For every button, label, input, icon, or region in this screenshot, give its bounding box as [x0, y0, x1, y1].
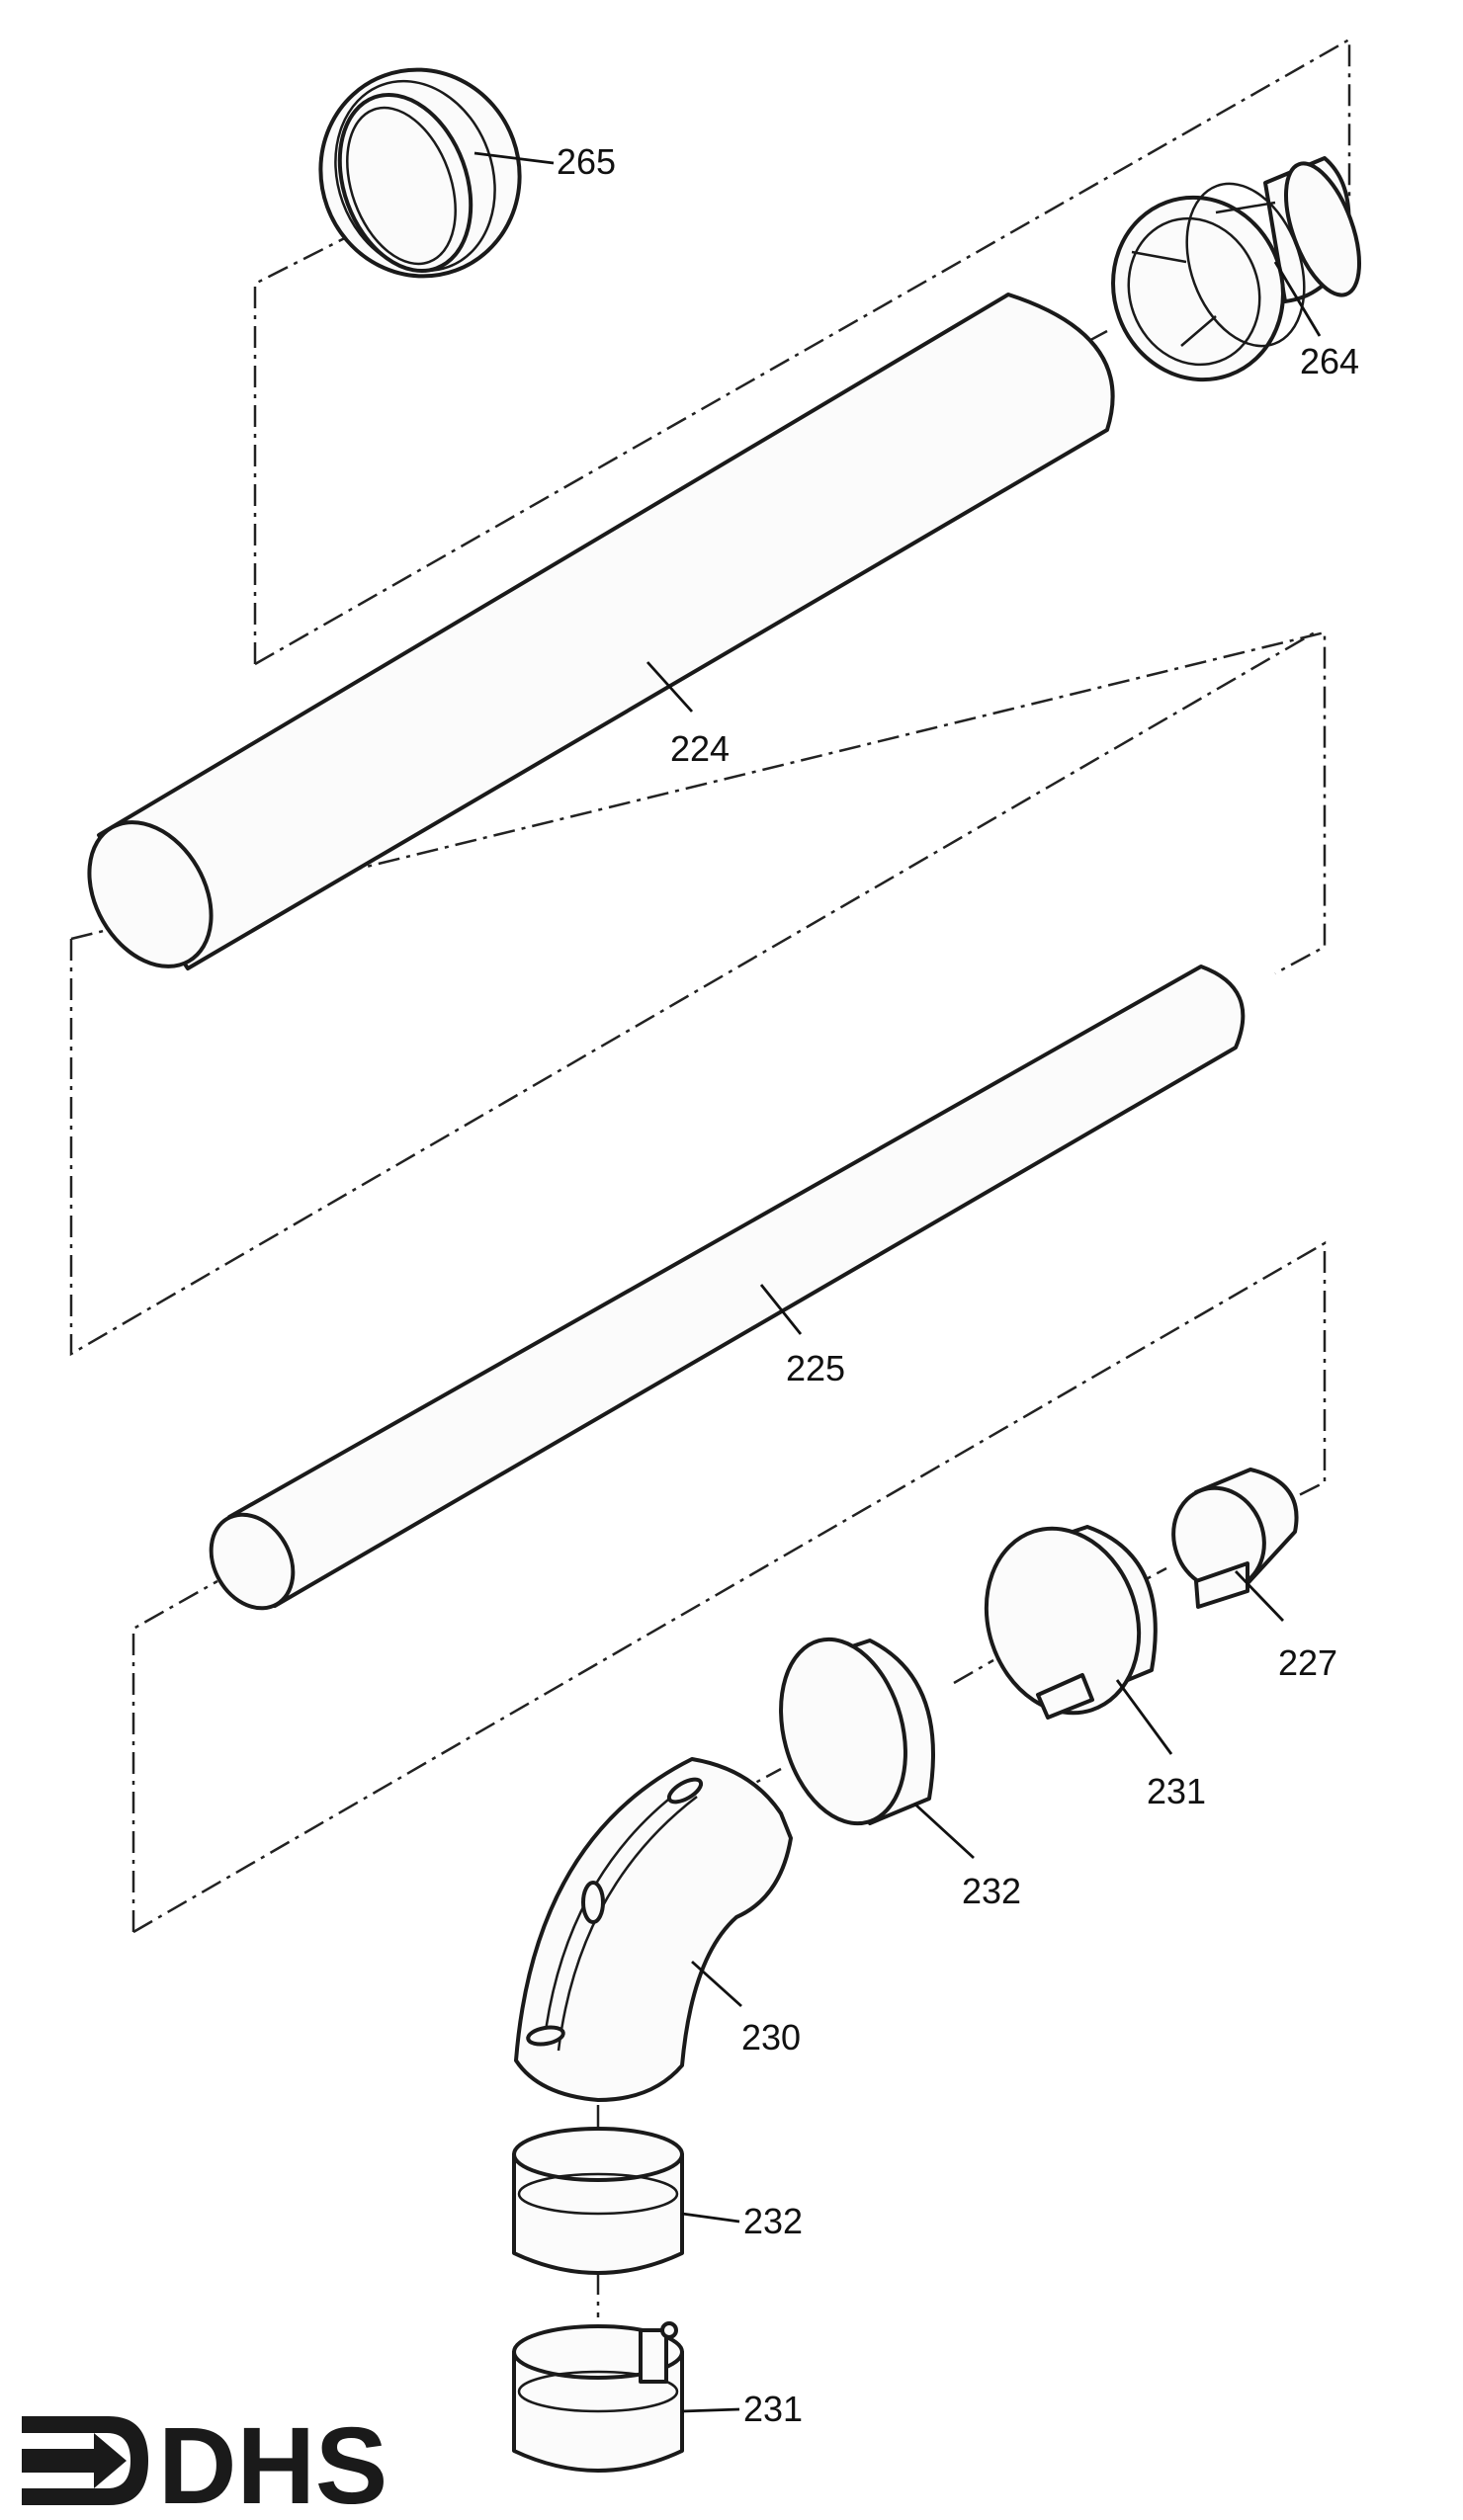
part-label: 224 — [670, 728, 730, 769]
leader-lines — [473, 151, 1322, 2413]
part-224-large-pipe[interactable] — [64, 293, 1115, 988]
part-label: 265 — [557, 141, 616, 182]
part-265-flange-ring[interactable] — [292, 42, 549, 304]
part-231-band-clamp-upper[interactable] — [963, 1508, 1162, 1732]
part-264-adapter[interactable] — [1087, 154, 1374, 404]
part-label: 264 — [1300, 341, 1359, 381]
dhs-logo: DHS — [22, 2405, 387, 2520]
part-label: 231 — [743, 2389, 803, 2429]
part-label: 227 — [1278, 1642, 1337, 1683]
part-231-band-clamp-lower[interactable] — [512, 2321, 684, 2473]
part-227-small-clamp[interactable] — [1160, 1468, 1299, 1609]
part-label: 230 — [741, 2017, 801, 2058]
arrow-bracket-icon — [22, 2416, 148, 2505]
part-label: 225 — [786, 1348, 845, 1388]
part-label: 232 — [743, 2201, 803, 2241]
part-label: 231 — [1147, 1771, 1206, 1811]
part-230-elbow[interactable] — [514, 1757, 793, 2102]
part-labels: 265 264 224 225 227 231 232 230 232 231 — [557, 141, 1359, 2429]
part-232-coupling-sleeve-upper[interactable] — [761, 1626, 935, 1838]
assembly-guide-lines — [69, 37, 1351, 2317]
logo-text: DHS — [158, 2405, 387, 2520]
part-225-small-pipe[interactable] — [195, 965, 1246, 1623]
part-232-coupling-sleeve-lower[interactable] — [512, 2127, 684, 2275]
part-label: 232 — [962, 1871, 1021, 1911]
